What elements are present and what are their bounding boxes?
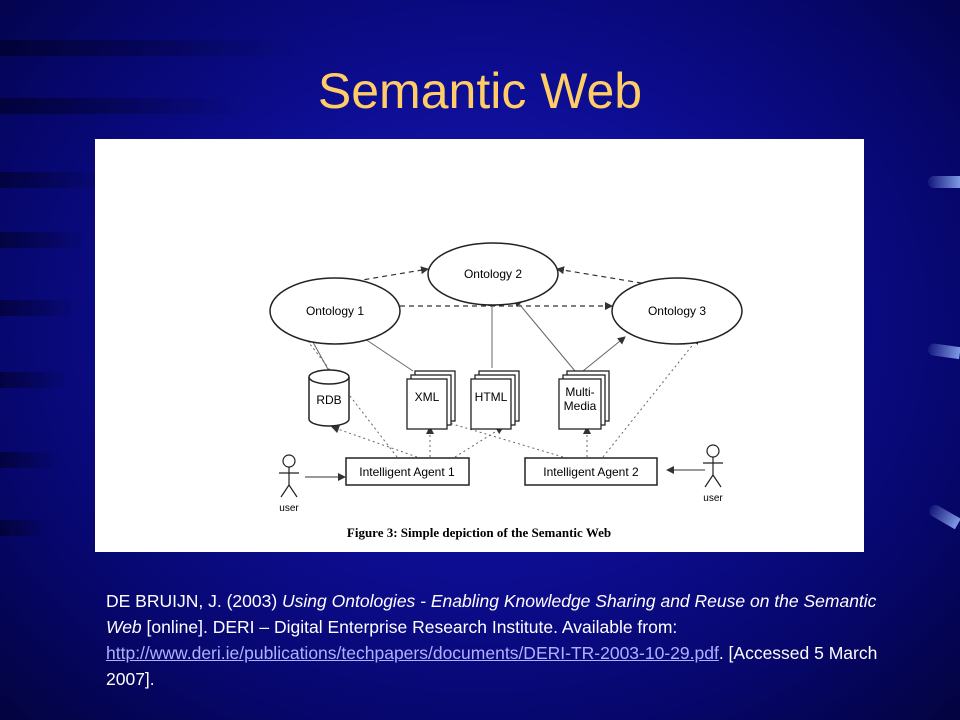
citation-source: [online]. DERI – Digital Enterprise Rese… (141, 617, 678, 637)
edge-decoration (928, 176, 960, 188)
citation: DE BRUIJN, J. (2003) Using Ontologies - … (106, 588, 896, 692)
background-streak (0, 172, 110, 188)
background-streak (0, 372, 70, 388)
edge-decoration (927, 502, 960, 530)
background-streak (0, 452, 60, 468)
ontology-1-label: Ontology 1 (306, 304, 364, 318)
background-streak (0, 98, 250, 114)
multimedia-label-line1: Multi- (565, 385, 594, 399)
citation-title: Using Ontologies - Enabling Knowledge Sh… (106, 591, 877, 637)
background-streak (0, 40, 300, 56)
html-label: HTML (475, 390, 508, 404)
semantic-web-diagram: Ontology 1 Ontology 2 Ontology 3 RDB XML (269, 242, 743, 540)
multimedia-label-line2: Media (564, 399, 597, 413)
agent-1-node: Intelligent Agent 1 (345, 457, 470, 486)
xml-label: XML (415, 390, 440, 404)
slide-title: Semantic Web (317, 63, 643, 119)
user-links (305, 466, 705, 481)
agent-1-label: Intelligent Agent 1 (359, 465, 455, 479)
multimedia-node: Multi- Media (558, 370, 610, 430)
xml-node: XML (406, 370, 456, 430)
citation-accessed: . [Accessed 5 March 2007]. (106, 643, 878, 689)
edge-decoration (927, 342, 960, 360)
ontology-3-node: Ontology 3 (611, 277, 743, 345)
figure-caption: Figure 3: Simple depiction of the Semant… (347, 525, 611, 540)
user-left-label: user (279, 503, 299, 514)
ontology-1-node: Ontology 1 (269, 277, 401, 345)
agent-2-label: Intelligent Agent 2 (543, 465, 639, 479)
ontology-2-node: Ontology 2 (427, 242, 559, 306)
user-left-icon: user (279, 454, 299, 514)
citation-url-link[interactable]: http://www.deri.ie/publications/techpape… (106, 643, 719, 663)
html-node: HTML (470, 370, 520, 430)
background-streak (0, 520, 50, 536)
user-right-label: user (703, 493, 723, 504)
user-right-icon: user (703, 444, 723, 504)
citation-author-year: DE BRUIJN, J. (2003) (106, 591, 283, 611)
ontology-3-label: Ontology 3 (648, 304, 706, 318)
rdb-label: RDB (316, 393, 341, 407)
agent-2-node: Intelligent Agent 2 (524, 457, 658, 486)
semantic-web-figure: Ontology 1 Ontology 2 Ontology 3 RDB XML (95, 139, 864, 552)
rdb-node: RDB (308, 369, 350, 427)
background-streak (0, 232, 90, 248)
background-streak (0, 300, 80, 316)
ontology-2-label: Ontology 2 (464, 267, 522, 281)
